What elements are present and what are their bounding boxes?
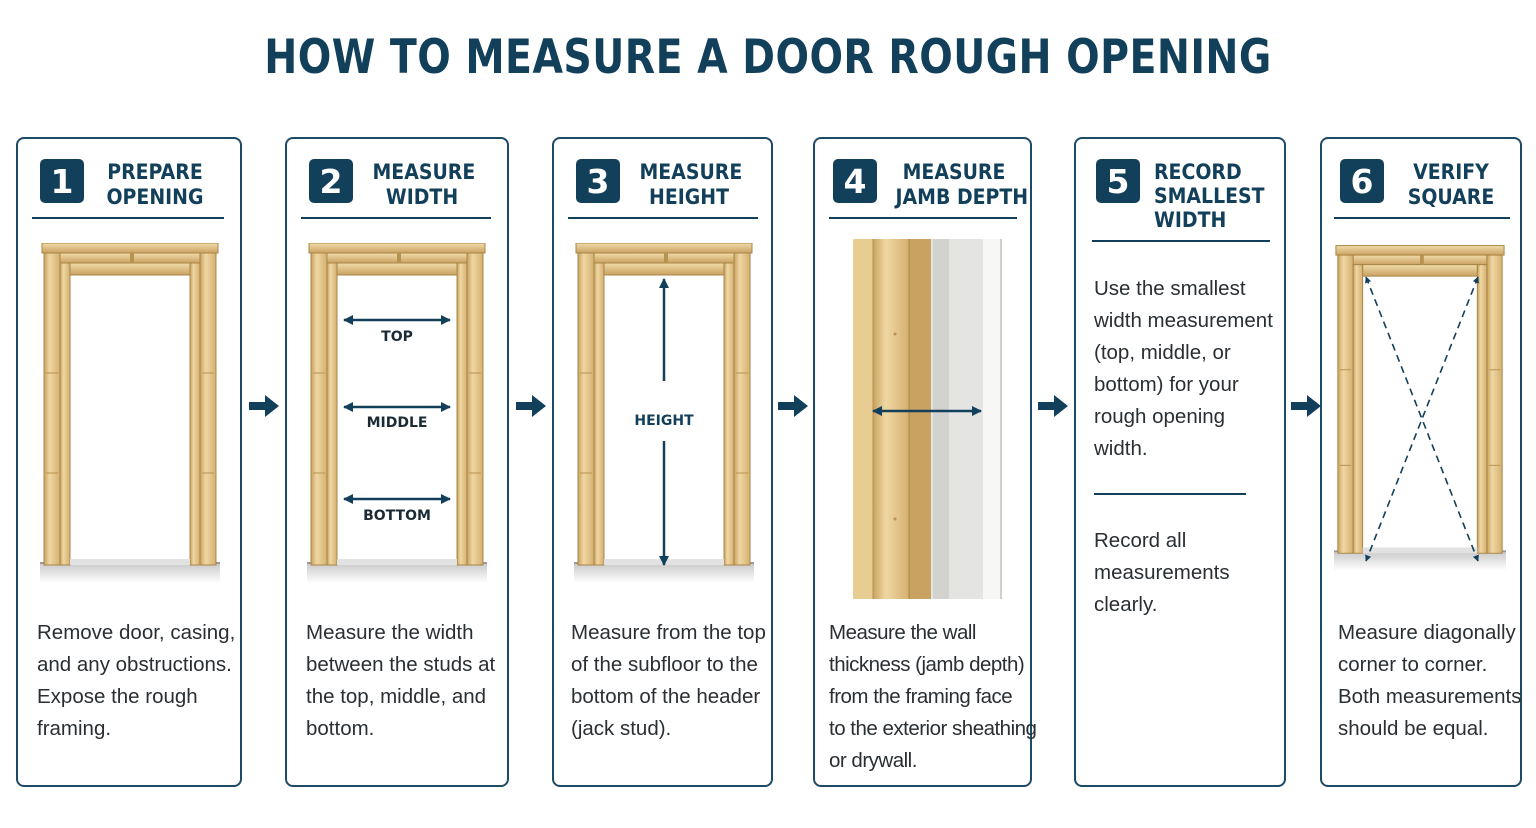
step-note: Record all measurements clearly.	[1094, 529, 1230, 616]
step-number: 5	[1096, 159, 1140, 203]
wall-section-illustration	[853, 239, 1002, 599]
label-top: TOP	[381, 329, 413, 345]
label-middle: MIDDLE	[367, 415, 428, 431]
step-description: Measure diagonally corner to corner. Bot…	[1338, 621, 1522, 740]
step-card-record-smallest-width: 5 RECORD SMALLEST WIDTH Use the smallest…	[1074, 137, 1286, 787]
arrow-right-icon	[516, 395, 546, 417]
door-frame-illustration	[40, 243, 220, 583]
step-card-prepare-opening: 1 PREPARE OPENING Remove door, casing, a…	[16, 137, 242, 787]
step-heading: MEASURE JAMB DEPTH	[895, 160, 1029, 209]
step-number: 3	[576, 159, 620, 203]
arrow-right-icon	[249, 395, 279, 417]
door-frame-width-illustration: TOP MIDDLE BOTTOM	[307, 243, 487, 583]
arrow-right-icon	[1291, 395, 1321, 417]
step-heading: MEASURE WIDTH	[372, 160, 476, 209]
door-frame-height-illustration: HEIGHT	[574, 243, 754, 583]
step-card-measure-width: 2 MEASURE WIDTH TOP MIDDLE BOTTOM Measur…	[285, 137, 509, 787]
step-number: 6	[1340, 159, 1384, 203]
step-description: Remove door, casing, and any obstruction…	[37, 621, 236, 740]
heading-divider	[32, 217, 224, 219]
step-number: 4	[833, 159, 877, 203]
diagonal-arrow-1	[1365, 276, 1479, 562]
step-number: 2	[309, 159, 353, 203]
step-description: Measure the wall thickness (jamb depth) …	[829, 621, 1037, 772]
heading-divider	[1092, 240, 1270, 242]
step-heading: MEASURE HEIGHT	[639, 160, 743, 209]
step-heading: RECORD SMALLEST WIDTH	[1154, 160, 1265, 232]
arrow-right-icon	[778, 395, 808, 417]
step-heading: PREPARE OPENING	[106, 160, 204, 209]
arrow-right-icon	[1038, 395, 1068, 417]
note-divider	[1094, 493, 1246, 495]
step-card-measure-jamb-depth: 4 MEASURE JAMB DEPTH Measure the wall th…	[813, 137, 1037, 787]
label-bottom: BOTTOM	[363, 508, 431, 524]
heading-divider	[1334, 217, 1510, 219]
door-frame-diagonal-illustration	[1334, 244, 1506, 572]
step-description: Measure from the top of the subfloor to …	[571, 621, 766, 740]
label-height: HEIGHT	[634, 413, 694, 429]
heading-divider	[829, 217, 1017, 219]
step-description: Measure the width between the studs at t…	[306, 621, 496, 740]
heading-divider	[301, 217, 491, 219]
step-heading: VERIFY SQUARE	[1407, 160, 1495, 209]
step-card-measure-height: 3 MEASURE HEIGHT HEIGHT Measure from the…	[552, 137, 773, 787]
diagonal-arrow-2	[1365, 276, 1479, 562]
step-card-verify-square: 6 VERIFY SQUARE Measure diagonally corne…	[1320, 137, 1522, 787]
step-number: 1	[40, 159, 84, 203]
page-title: HOW TO MEASURE A DOOR ROUGH OPENING	[264, 30, 1272, 85]
step-description: Use the smallest width measurement (top,…	[1094, 277, 1273, 460]
heading-divider	[568, 217, 758, 219]
